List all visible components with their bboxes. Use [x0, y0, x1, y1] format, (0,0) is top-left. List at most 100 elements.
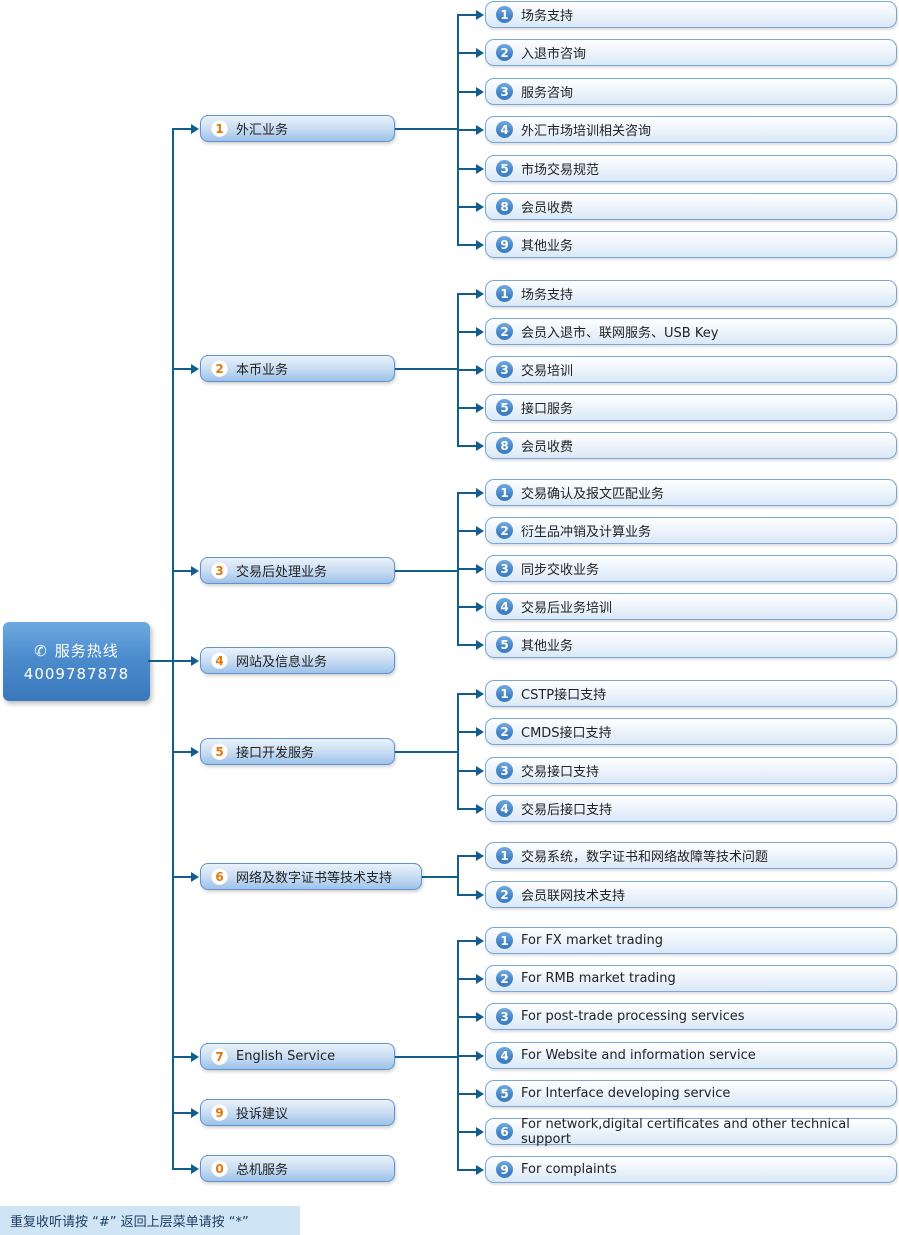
- group-connector-line: [395, 751, 459, 753]
- child-branch-line: [457, 530, 476, 532]
- level2-key-badge: 9: [496, 236, 513, 253]
- branch-arrowhead-icon: [191, 1164, 199, 1174]
- level2-node-label: 交易后业务培训: [521, 601, 613, 616]
- child-arrowhead-icon: [476, 488, 484, 498]
- child-branch-line: [457, 445, 476, 447]
- level1-key-badge: 7: [211, 1048, 228, 1065]
- child-arrowhead-icon: [476, 1127, 484, 1137]
- level2-key-badge: 5: [496, 160, 513, 177]
- child-branch-line: [457, 731, 476, 733]
- level2-node-label: 交易后接口支持: [521, 803, 613, 818]
- level2-key-badge: 3: [496, 762, 513, 779]
- child-arrowhead-icon: [476, 240, 484, 250]
- root-connector-line: [148, 660, 174, 662]
- level2-node-label: For Interface developing service: [521, 1086, 731, 1101]
- level1-node-label: English Service: [236, 1049, 336, 1064]
- group-connector-line: [395, 368, 459, 370]
- branch-line: [173, 128, 191, 130]
- child-arrowhead-icon: [476, 689, 484, 699]
- level2-key-badge: 1: [496, 285, 513, 302]
- child-branch-line: [457, 168, 476, 170]
- child-branch-line: [457, 492, 476, 494]
- level2-node-label: 会员收费: [521, 201, 574, 216]
- child-branch-line: [457, 1169, 476, 1171]
- level2-node-label: 交易培训: [521, 364, 574, 379]
- level2-key-badge: 3: [496, 361, 513, 378]
- level2-key-badge: 4: [496, 598, 513, 615]
- level2-node-label: 会员收费: [521, 440, 574, 455]
- level2-key-badge: 2: [496, 970, 513, 987]
- level2-key-badge: 1: [496, 685, 513, 702]
- child-branch-line: [457, 770, 476, 772]
- child-arrowhead-icon: [476, 48, 484, 58]
- child-arrowhead-icon: [476, 564, 484, 574]
- branch-arrowhead-icon: [191, 747, 199, 757]
- child-branch-line: [457, 568, 476, 570]
- child-branch-line: [457, 693, 476, 695]
- child-arrowhead-icon: [476, 936, 484, 946]
- branch-line: [173, 1056, 191, 1058]
- level2-key-badge: 2: [496, 723, 513, 740]
- child-branch-line: [457, 331, 476, 333]
- level2-key-badge: 1: [496, 847, 513, 864]
- level1-node-7: 7 English Service: [200, 1043, 395, 1070]
- child-arrowhead-icon: [476, 289, 484, 299]
- level2-key-badge: 5: [496, 399, 513, 416]
- child-branch-line: [457, 129, 476, 131]
- child-arrowhead-icon: [476, 526, 484, 536]
- level2-key-badge: 9: [496, 1161, 513, 1178]
- level2-node-label: 场务支持: [521, 9, 574, 24]
- level1-node-label: 网站及信息业务: [236, 655, 328, 670]
- child-branch-line: [457, 1055, 476, 1057]
- branch-arrowhead-icon: [191, 364, 199, 374]
- level1-key-badge: 3: [211, 562, 228, 579]
- level2-node-label: 市场交易规范: [521, 163, 600, 178]
- level2-key-badge: 2: [496, 323, 513, 340]
- branch-arrowhead-icon: [191, 656, 199, 666]
- phone-icon: ✆: [34, 641, 48, 660]
- level1-node-label: 接口开发服务: [236, 746, 315, 761]
- level1-key-badge: 5: [211, 743, 228, 760]
- group-connector-line: [395, 128, 459, 130]
- child-arrowhead-icon: [476, 365, 484, 375]
- level1-node-label: 总机服务: [236, 1163, 289, 1178]
- level2-node-label: 衍生品冲销及计算业务: [521, 525, 652, 540]
- level2-key-badge: 4: [496, 1047, 513, 1064]
- level2-key-badge: 5: [496, 1085, 513, 1102]
- level2-key-badge: 3: [496, 560, 513, 577]
- footer-instructions: 重复收听请按 “#” 返回上层菜单请按 “*”: [0, 1206, 300, 1235]
- level2-key-badge: 4: [496, 121, 513, 138]
- level1-node-5: 5 接口开发服务: [200, 738, 395, 765]
- child-arrowhead-icon: [476, 602, 484, 612]
- branch-line: [173, 1112, 191, 1114]
- branch-line: [173, 876, 191, 878]
- child-arrowhead-icon: [476, 125, 484, 135]
- level2-key-badge: 6: [496, 1123, 513, 1140]
- child-branch-line: [457, 407, 476, 409]
- level1-key-badge: 6: [211, 868, 228, 885]
- branch-line: [173, 570, 191, 572]
- main-trunk-line: [172, 128, 174, 1170]
- level2-key-badge: 1: [496, 932, 513, 949]
- level2-node-label: For RMB market trading: [521, 971, 676, 986]
- child-arrowhead-icon: [476, 441, 484, 451]
- level2-key-badge: 8: [496, 437, 513, 454]
